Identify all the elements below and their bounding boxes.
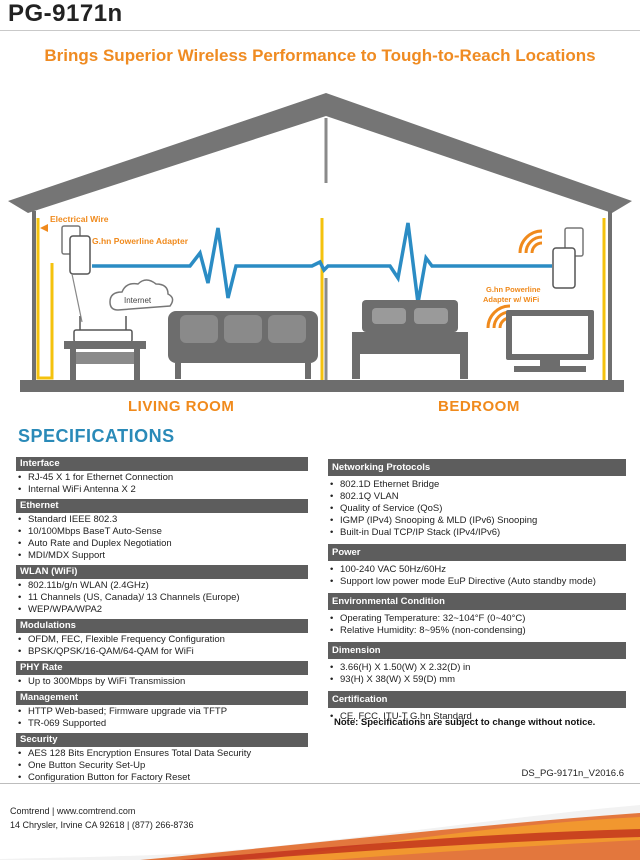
- adapter-label: G.hn Powerline Adapter: [92, 236, 189, 246]
- spec-item: Relative Humidity: 8~95% (non-condensing…: [330, 625, 626, 637]
- right-powerline-adapter-wifi: [552, 247, 576, 289]
- spec-item: 802.1D Ethernet Bridge: [330, 479, 626, 491]
- footer-divider: [0, 783, 640, 784]
- bedroom-label: BEDROOM: [438, 398, 520, 415]
- tv: [506, 310, 594, 372]
- spec-section: WLAN (WiFi) 802.11b/g/n WLAN (2.4GHz) 11…: [16, 565, 308, 619]
- spec-item: TR-069 Supported: [18, 718, 308, 730]
- spec-item: Standard IEEE 802.3: [18, 514, 308, 526]
- floor: [20, 380, 624, 392]
- spec-item: IGMP (IPv4) Snooping & MLD (IPv6) Snoopi…: [330, 515, 626, 527]
- spec-item: One Button Security Set-Up: [18, 760, 308, 772]
- table: [64, 341, 146, 349]
- spec-section: Dimension 3.66(H) X 1.50(W) X 2.32(D) in…: [328, 642, 626, 691]
- footer-address: 14 Chrysler, Irvine CA 92618 | (877) 266…: [10, 820, 194, 830]
- spec-section-title: Power: [328, 544, 626, 561]
- spec-item: 802.1Q VLAN: [330, 491, 626, 503]
- electrical-wire-label: Electrical Wire: [50, 214, 109, 224]
- spec-section: Ethernet Standard IEEE 802.3 10/100Mbps …: [16, 499, 308, 565]
- footer-company: Comtrend | www.comtrend.com: [10, 806, 136, 816]
- left-powerline-adapter: [69, 235, 91, 275]
- spec-section-title: Security: [16, 733, 308, 747]
- wire-arrow-icon: [40, 224, 48, 232]
- internet-label: Internet: [124, 296, 152, 305]
- router: [73, 329, 133, 343]
- spec-item: 11 Channels (US, Canada)/ 13 Channels (E…: [18, 592, 308, 604]
- spec-section: Environmental Condition Operating Temper…: [328, 593, 626, 642]
- spec-item: CE, FCC, ITU-T G.hn Standard: [330, 711, 626, 723]
- spec-section-title: Dimension: [328, 642, 626, 659]
- spec-item: MDI/MDX Support: [18, 550, 308, 562]
- footer-swoosh-graphic: [0, 805, 640, 860]
- specs-right-column: Networking Protocols 802.1D Ethernet Bri…: [328, 459, 626, 728]
- adapter-wifi-label-1: G.hn Powerline: [486, 285, 541, 294]
- spec-section: Interface RJ-45 X 1 for Ethernet Connect…: [16, 457, 308, 499]
- spec-item: Support low power mode EuP Directive (Au…: [330, 576, 626, 588]
- specs-left-column: Interface RJ-45 X 1 for Ethernet Connect…: [16, 457, 308, 787]
- headline: Brings Superior Wireless Performance to …: [44, 46, 596, 65]
- document-id: DS_PG-9171n_V2016.6: [521, 768, 624, 779]
- spec-item: 100-240 VAC 50Hz/60Hz: [330, 564, 626, 576]
- spec-item: AES 128 Bits Encryption Ensures Total Da…: [18, 748, 308, 760]
- adapter-wifi-label-2: Adapter w/ WiFi: [483, 295, 539, 304]
- sofa: [168, 311, 318, 379]
- powerline-signal: [92, 222, 552, 304]
- spec-section: Power 100-240 VAC 50Hz/60Hz Support low …: [328, 544, 626, 593]
- house-roof: [8, 93, 632, 213]
- spec-item: OFDM, FEC, Flexible Frequency Configurat…: [18, 634, 308, 646]
- wifi-icon-top: [518, 229, 543, 254]
- spec-item: Quality of Service (QoS): [330, 503, 626, 515]
- model-title: PG-9171n: [8, 0, 123, 27]
- spec-section-title: Management: [16, 691, 308, 705]
- spec-item: Operating Temperature: 32~104°F (0~40°C): [330, 613, 626, 625]
- spec-item: 93(H) X 38(W) X 59(D) mm: [330, 674, 626, 686]
- spec-item: BPSK/QPSK/16-QAM/64-QAM for WiFi: [18, 646, 308, 658]
- spec-section: Certification CE, FCC, ITU-T G.hn Standa…: [328, 691, 626, 728]
- internet-cloud-icon: [109, 279, 174, 311]
- house-illustration: Electrical Wire G.hn Powerline Adapter I…: [8, 93, 632, 392]
- electrical-wire-left: [36, 218, 54, 380]
- spec-item: HTTP Web-based; Firmware upgrade via TFT…: [18, 706, 308, 718]
- spec-section: Modulations OFDM, FEC, Flexible Frequenc…: [16, 619, 308, 661]
- spec-section: Networking Protocols 802.1D Ethernet Bri…: [328, 459, 626, 544]
- spec-section-title: Certification: [328, 691, 626, 708]
- spec-item: Configuration Button for Factory Reset: [18, 772, 308, 784]
- specs-note: Note: Specifications are subject to chan…: [334, 717, 596, 728]
- spec-item: Internal WiFi Antenna X 2: [18, 484, 308, 496]
- spec-section-title: Modulations: [16, 619, 308, 633]
- spec-section-title: PHY Rate: [16, 661, 308, 675]
- spec-item: 802.11b/g/n WLAN (2.4GHz): [18, 580, 308, 592]
- living-room-label: LIVING ROOM: [128, 398, 235, 415]
- spec-item: Up to 300Mbps by WiFi Transmission: [18, 676, 308, 688]
- bed: [352, 300, 468, 379]
- spec-item: Auto Rate and Duplex Negotiation: [18, 538, 308, 550]
- spec-section-title: Networking Protocols: [328, 459, 626, 476]
- spec-section-title: Interface: [16, 457, 308, 471]
- spec-item: 10/100Mbps BaseT Auto-Sense: [18, 526, 308, 538]
- spec-section-title: Environmental Condition: [328, 593, 626, 610]
- spec-section-title: Ethernet: [16, 499, 308, 513]
- header-divider: [0, 30, 640, 31]
- spec-section: Management HTTP Web-based; Firmware upgr…: [16, 691, 308, 733]
- spec-section: PHY Rate Up to 300Mbps by WiFi Transmiss…: [16, 661, 308, 691]
- spec-item: WEP/WPA/WPA2: [18, 604, 308, 616]
- spec-item: RJ-45 X 1 for Ethernet Connection: [18, 472, 308, 484]
- spec-item: Built-in Dual TCP/IP Stack (IPv4/IPv6): [330, 527, 626, 539]
- specifications-heading: SPECIFICATIONS: [18, 426, 175, 446]
- spec-section: Security AES 128 Bits Encryption Ensures…: [16, 733, 308, 787]
- spec-section-title: WLAN (WiFi): [16, 565, 308, 579]
- spec-item: 3.66(H) X 1.50(W) X 2.32(D) in: [330, 662, 626, 674]
